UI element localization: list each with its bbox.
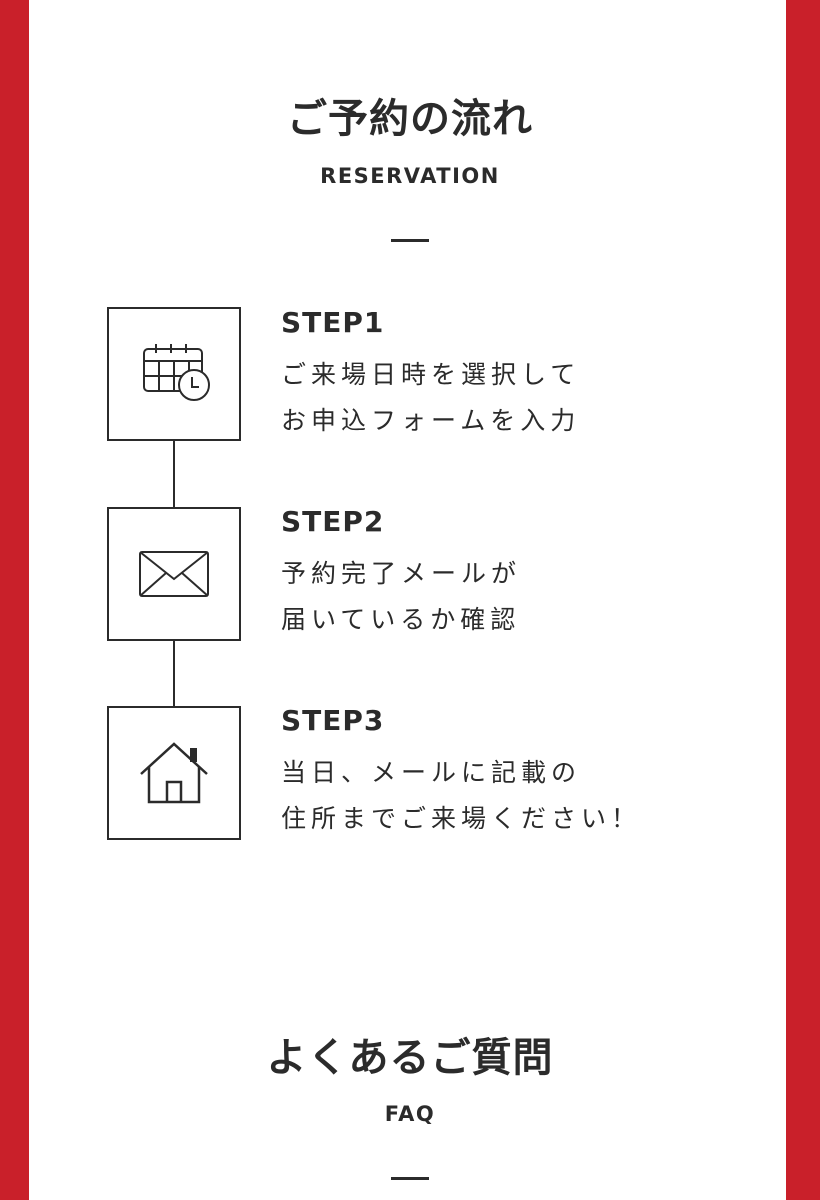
left-red-border xyxy=(0,0,29,1200)
reservation-title: ご予約の流れ xyxy=(287,96,533,142)
step-text-line: 予約完了メールが xyxy=(281,559,522,588)
calendar-clock-icon xyxy=(143,344,210,401)
step2: STEP2 予約完了メールが 届いているか確認 xyxy=(281,505,521,643)
step-text-line: 当日、メールに記載の xyxy=(281,758,582,787)
reservation-subtitle: RESERVATION xyxy=(320,164,500,188)
step-text-line: 届いているか確認 xyxy=(281,605,521,634)
house-icon xyxy=(140,742,208,804)
step3-icon-box xyxy=(107,706,241,840)
divider xyxy=(391,1177,429,1180)
faq-subtitle: FAQ xyxy=(384,1102,436,1126)
right-red-border xyxy=(786,0,820,1200)
faq-title: よくあるご質問 xyxy=(266,1035,554,1081)
step1-icon-box xyxy=(107,307,241,441)
step1: STEP1 ご来場日時を選択して お申込フォームを入力 xyxy=(281,306,580,444)
step-text-line: お申込フォームを入力 xyxy=(281,406,581,435)
step-text-line: 住所までご来場ください！ xyxy=(281,804,642,833)
step-label: STEP3 xyxy=(281,704,385,737)
step-label: STEP2 xyxy=(281,505,385,538)
divider xyxy=(391,239,429,242)
step3: STEP3 当日、メールに記載の 住所までご来場ください！ xyxy=(281,704,641,842)
connector-line xyxy=(173,441,175,508)
connector-line xyxy=(173,640,175,707)
step2-icon-box xyxy=(107,507,241,641)
envelope-icon xyxy=(139,551,209,597)
step-text-line: ご来場日時を選択して xyxy=(281,360,581,389)
step-label: STEP1 xyxy=(281,306,385,339)
